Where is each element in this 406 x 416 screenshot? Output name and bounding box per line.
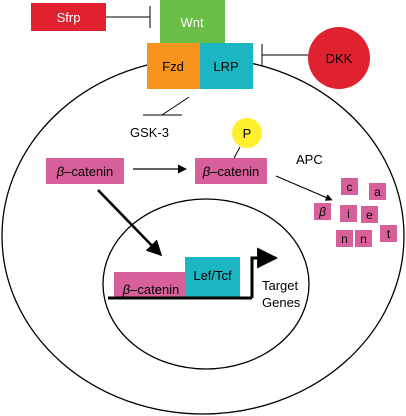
dkk-circle (308, 27, 370, 89)
target-genes-label-1: Target (262, 278, 299, 293)
beta-catenin-phospho-box (195, 158, 267, 184)
fragment-box (369, 183, 386, 200)
apc-label: APC (296, 152, 323, 167)
sfrp-label: Sfrp (57, 10, 81, 25)
fragment-box (341, 178, 358, 195)
fragment-label: e (366, 208, 373, 222)
sfrp-box (31, 3, 106, 31)
fragment-label: n (360, 232, 367, 246)
beta-catenin-cytoplasm-label: β–catenin (56, 164, 114, 179)
nucleus (102, 198, 310, 370)
beta-catenin-cytoplasm-box (46, 158, 124, 184)
beta-catenin-nucleus-box (114, 272, 189, 298)
phospho-label: P (243, 126, 252, 141)
fragment-label: β (318, 205, 326, 219)
fragment-box (340, 205, 357, 222)
wnt-label: Wnt (180, 15, 204, 30)
fragment-label: n (341, 232, 348, 246)
lef-tcf-box (185, 257, 240, 298)
fragment-label: i (347, 207, 350, 221)
fzd-box (147, 43, 200, 89)
gsk3-inhibition-line (161, 96, 190, 116)
nuclear-translocation-arrow (97, 189, 163, 257)
lrp-label: LRP (213, 59, 238, 74)
phospho-circle (232, 118, 262, 148)
transcription-arrow (250, 247, 279, 298)
fragment-box (355, 230, 372, 247)
lrp-box (200, 43, 253, 89)
gsk3-label: GSK-3 (130, 125, 169, 140)
dkk-label: DKK (326, 51, 353, 66)
fragment-box (361, 206, 378, 223)
fragment-box (314, 203, 331, 220)
fragment-box (380, 225, 397, 242)
fzd-label: Fzd (162, 59, 184, 74)
fragment-label: c (347, 180, 353, 194)
wnt-box (160, 0, 225, 43)
target-genes-label-2: Genes (262, 295, 301, 310)
fragment-label: t (387, 227, 391, 241)
lef-tcf-label: Lef/Tcf (193, 268, 232, 283)
beta-catenin-phospho-label: β–catenin (202, 164, 260, 179)
degraded-fragments: c a β i e n n t (314, 178, 397, 247)
degradation-arrow (275, 175, 333, 201)
beta-catenin-nucleus-label: β–catenin (122, 282, 180, 297)
fragment-label: a (374, 185, 381, 199)
phospho-link (232, 146, 241, 161)
fragment-box (336, 230, 353, 247)
